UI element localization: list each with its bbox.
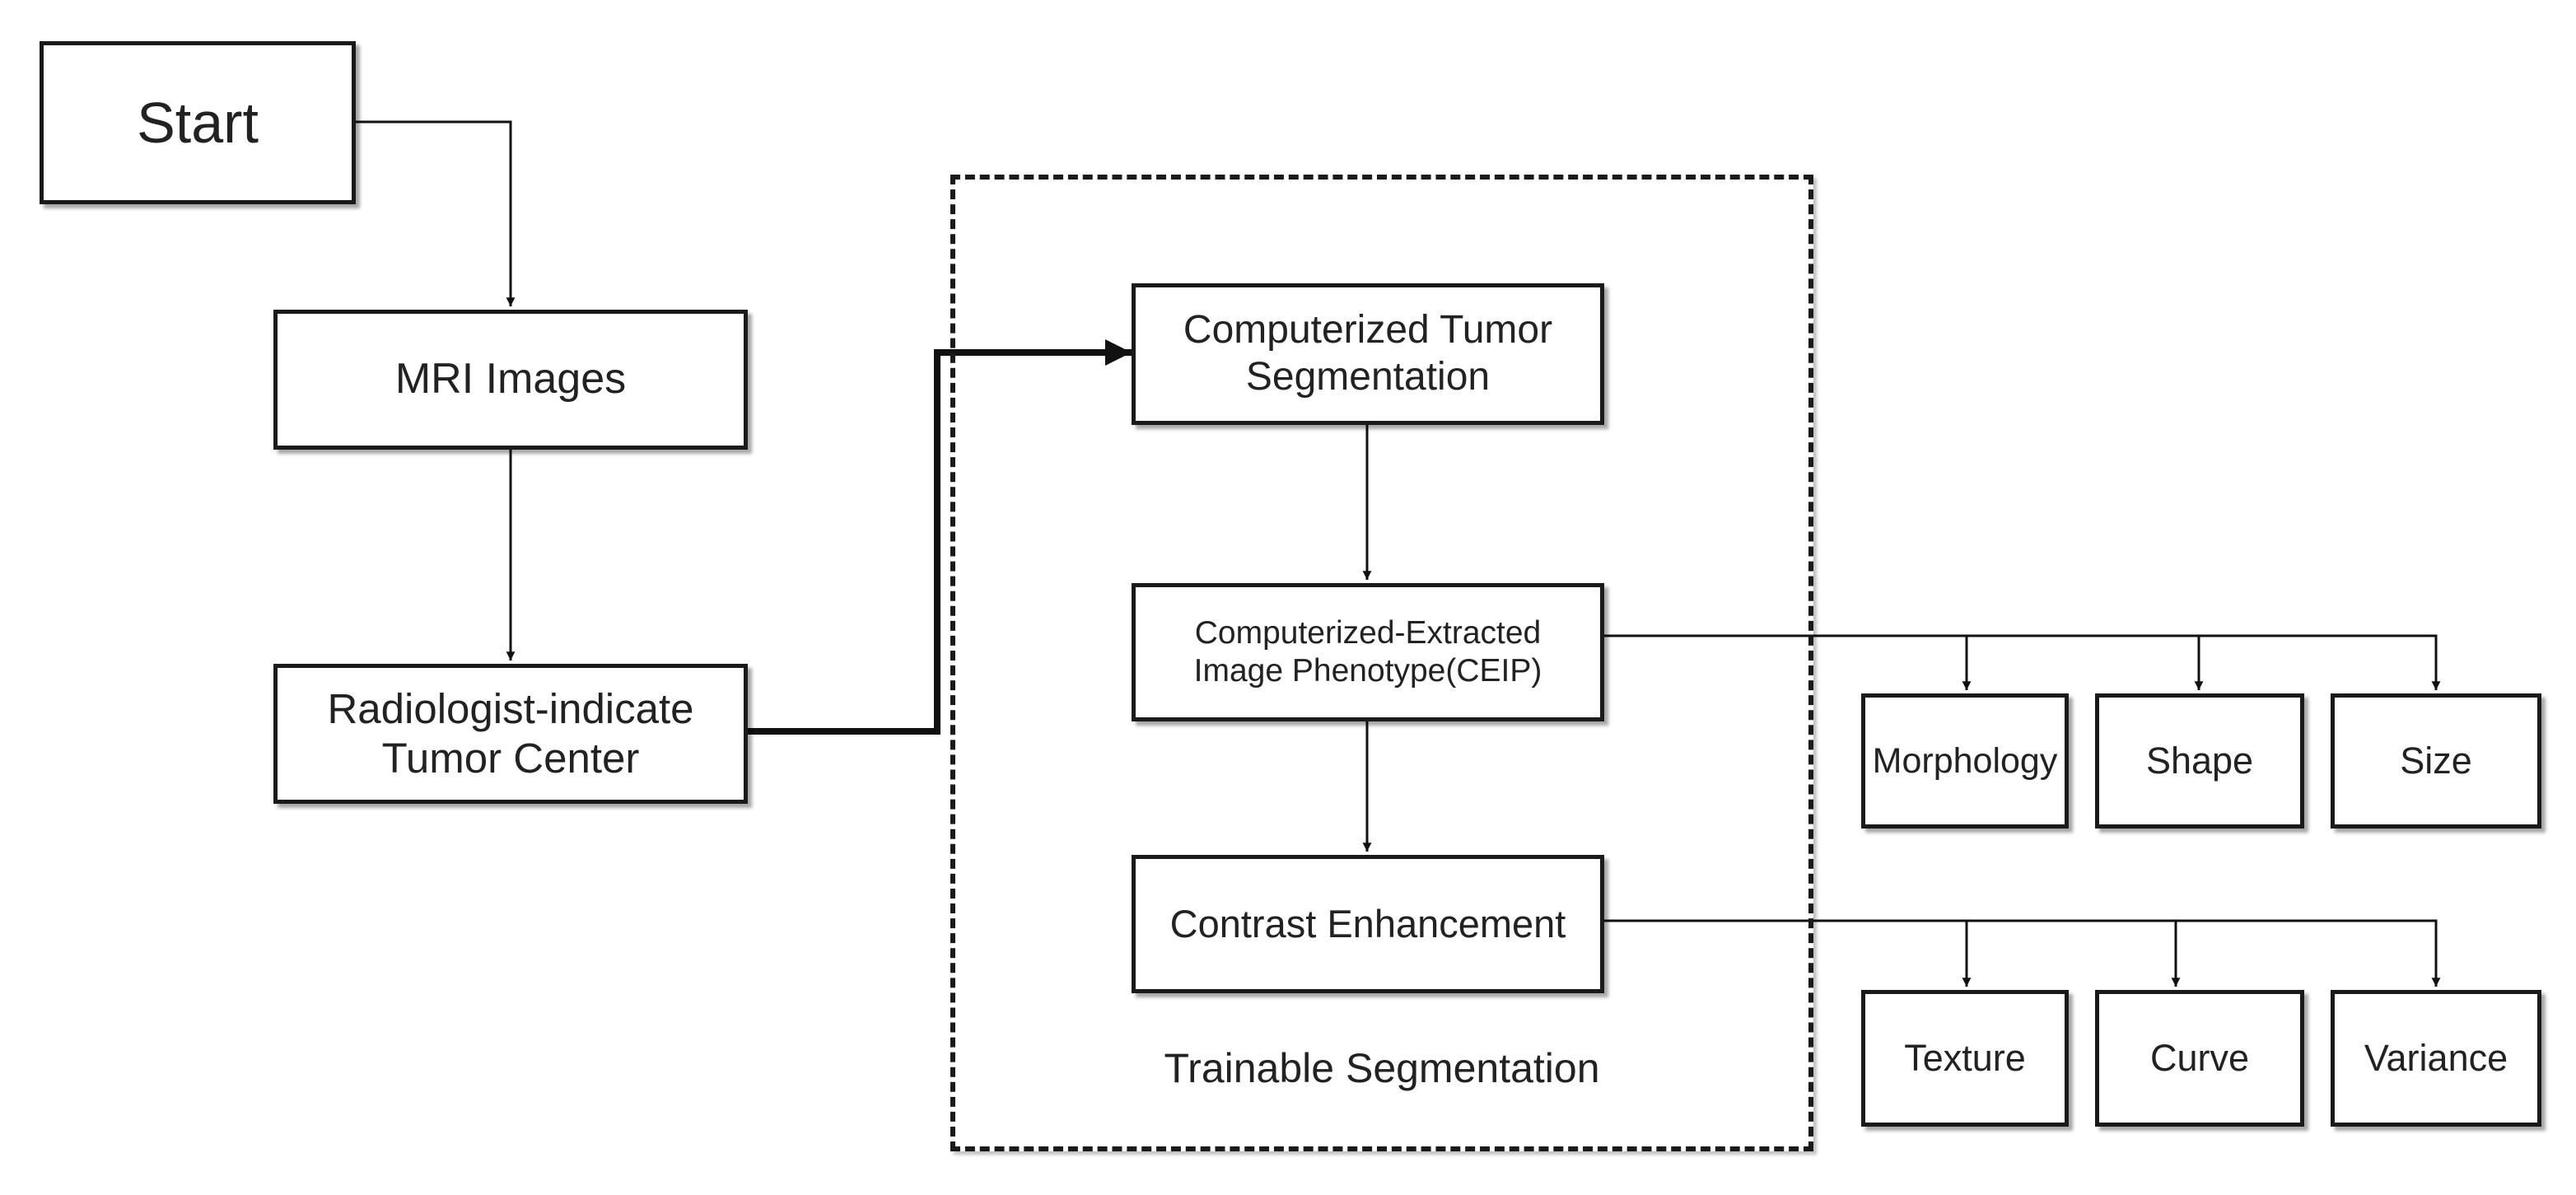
variance-node: Variance (2331, 990, 2541, 1127)
shape-node: Shape (2095, 693, 2304, 829)
texture-node: Texture (1861, 990, 2069, 1127)
contrast-enhancement-node: Contrast Enhancement (1132, 855, 1604, 993)
size-node: Size (2331, 693, 2541, 829)
computerized-tumor-segmentation-node: Computerized Tumor Segmentation (1132, 283, 1604, 425)
ceip-node: Computerized-Extracted Image Phenotype(C… (1132, 583, 1604, 721)
trainable-segmentation-group (950, 175, 1813, 1151)
edge-start-to-mri (356, 120, 516, 306)
morphology-node: Morphology (1861, 693, 2069, 829)
mri-images-node: MRI Images (273, 310, 748, 450)
start-node: Start (40, 41, 356, 204)
trainable-segmentation-label: Trainable Segmentation (1164, 1045, 1600, 1091)
curve-node: Curve (2095, 990, 2304, 1127)
edge-ceip-to-morphology (1604, 634, 2441, 690)
edge-radiologist-to-segmentation (748, 339, 1132, 735)
edge-contrast-to-variance (1604, 919, 2441, 987)
radiologist-tumor-center-node: Radiologist-indicate Tumor Center (273, 664, 748, 804)
